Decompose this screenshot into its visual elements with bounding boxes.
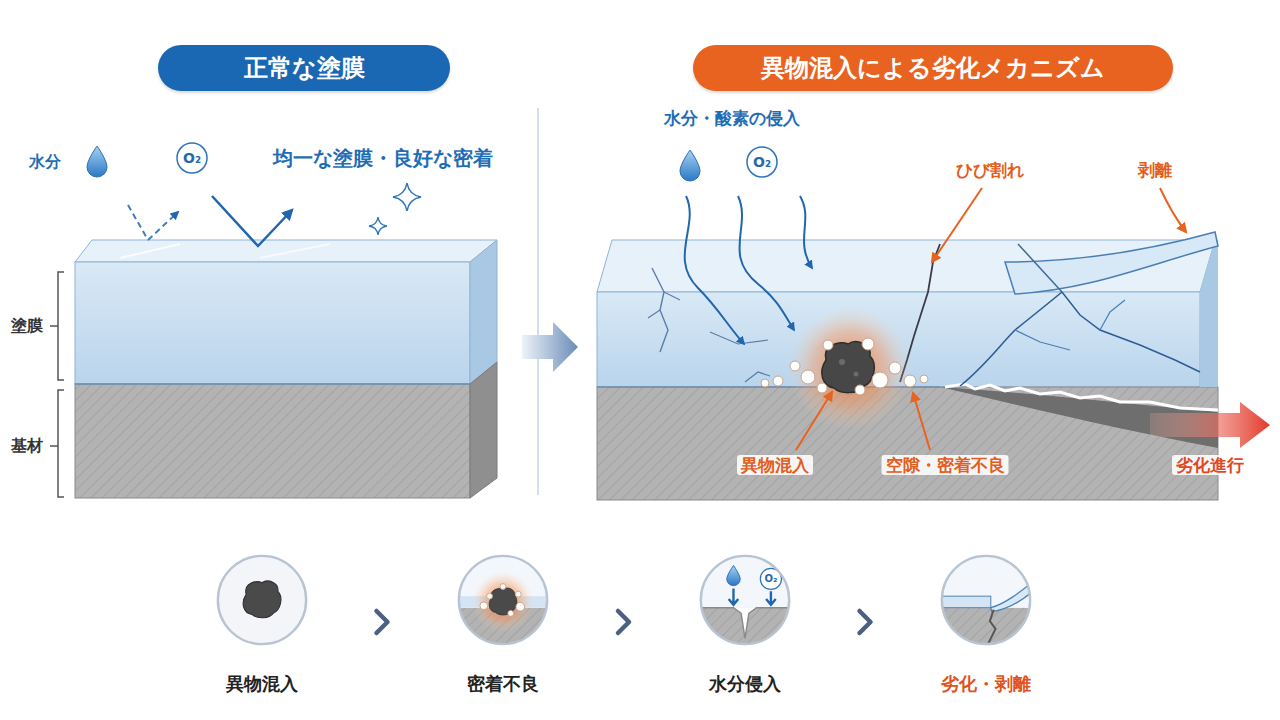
panel-title: 異物混入による劣化メカニズム [761,52,1105,84]
step-chevron [820,611,911,633]
callout-label: ひび割れ [956,160,1024,180]
step-label: 水分侵入 [670,672,820,696]
step-icon [697,552,793,648]
note-label: 均一な塗膜・良好な密着 [273,146,493,170]
step-icon [938,552,1034,648]
step-chevron [337,611,428,633]
step-circle: 劣化・剥離 [911,552,1061,696]
oxygen-symbol: O₂ [183,150,201,167]
oxygen-symbol: O₂ [753,154,771,171]
callout-label: 剥離 [1138,160,1172,180]
panel-title: 正常な塗膜 [244,52,365,84]
step-icon [455,552,551,648]
water-label: 水分 [29,152,61,171]
panel-title-pill: 異物混入による劣化メカニズム [693,45,1173,91]
layer-label: 塗膜 [11,316,43,335]
layer-label: 基材 [11,436,43,455]
step-circle: 異物混入 [187,552,337,696]
note-label: 水分・酸素の侵入 [664,108,800,128]
callout-label: 異物混入 [737,455,813,475]
step-icon [214,552,310,648]
step-label: 劣化・剥離 [911,672,1061,696]
oxygen-symbol: O₂ [765,573,778,585]
step-label: 異物混入 [187,672,337,696]
step-chevron [578,611,670,633]
progress-label: 劣化進行 [1172,455,1248,475]
callout-label: 空隙・密着不良 [882,455,1009,475]
step-circle: 水分侵入 [670,552,820,696]
step-label: 密着不良 [428,672,578,696]
panel-title-pill: 正常な塗膜 [158,45,450,91]
step-circle: 密着不良 [428,552,578,696]
